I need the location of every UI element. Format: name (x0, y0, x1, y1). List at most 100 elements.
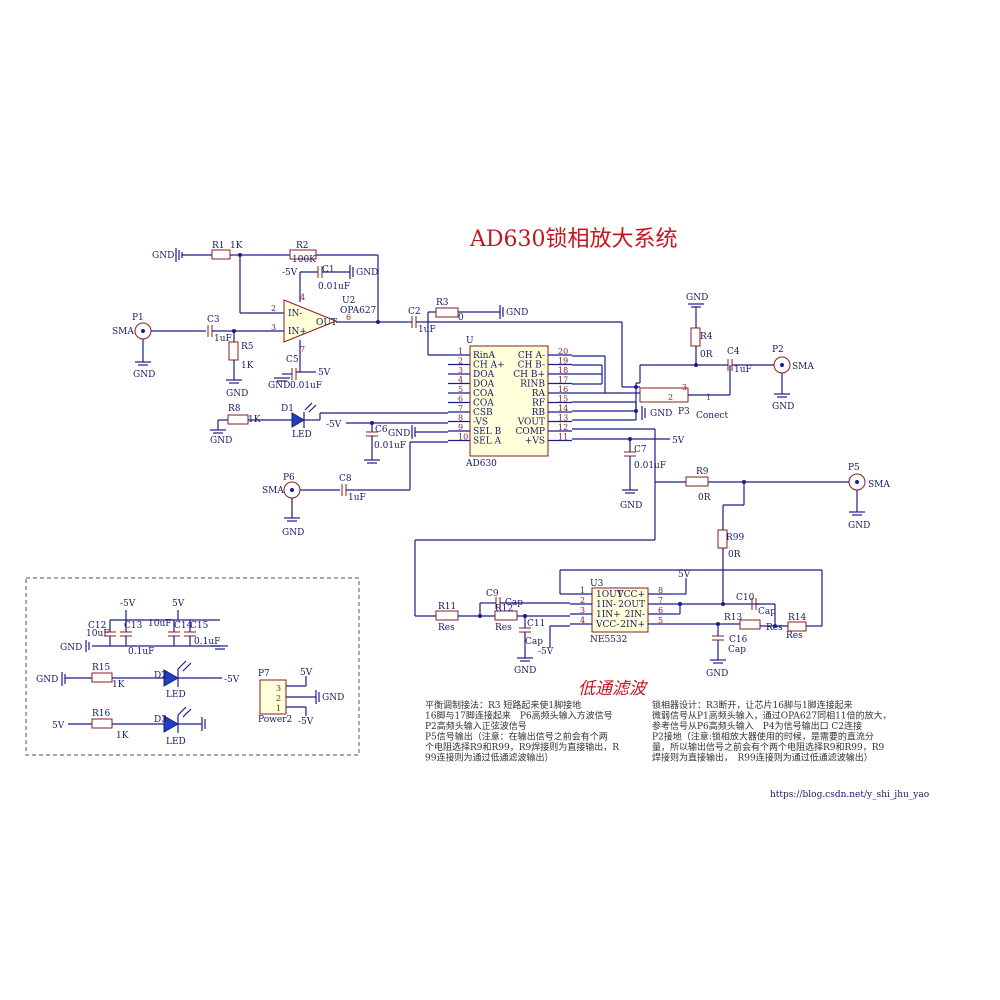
svg-text:-5V: -5V (282, 268, 298, 278)
svg-text:R3: R3 (436, 298, 449, 308)
svg-text:Res: Res (495, 623, 512, 633)
svg-text:NE5532: NE5532 (590, 635, 627, 645)
svg-text:R14: R14 (788, 613, 807, 623)
svg-text:R11: R11 (438, 602, 456, 612)
u1-pin-number: 19 (558, 357, 568, 366)
svg-text:0.1uF: 0.1uF (128, 647, 154, 657)
svg-text:SMA: SMA (262, 486, 284, 496)
u3-pin-number: 7 (658, 596, 663, 605)
schematic-title: AD630锁相放大系统 (469, 227, 678, 252)
capacitor-c5: 5V C5 GND 0.01uF (268, 340, 331, 391)
svg-text:2: 2 (276, 694, 281, 703)
svg-text:GND: GND (388, 429, 410, 439)
lowpass-title: 低通滤波 (578, 679, 649, 699)
u1-pin-name: RB (532, 408, 546, 418)
u1-pin-name: RF (532, 399, 545, 409)
svg-text:GND: GND (356, 268, 378, 278)
svg-text:C1: C1 (322, 265, 335, 275)
u1-pin-name: SEL B (473, 427, 502, 437)
svg-text:D1: D1 (281, 404, 294, 414)
svg-text:3: 3 (271, 323, 276, 332)
svg-text:0.01uF: 0.01uF (374, 441, 406, 451)
u1-pin-number: 1 (458, 347, 463, 356)
svg-text:C3: C3 (207, 315, 220, 325)
gnd-symbol-r4: GND (686, 293, 708, 328)
svg-text:1uF: 1uF (348, 493, 366, 503)
svg-text:LED: LED (292, 430, 312, 440)
svg-text:3: 3 (276, 684, 281, 693)
svg-text:5V: 5V (678, 570, 691, 580)
u1-pin-number: 17 (558, 376, 568, 385)
svg-text:C15: C15 (190, 621, 209, 631)
svg-text:C2: C2 (408, 307, 421, 317)
svg-text:P5: P5 (848, 463, 860, 473)
u1-pin-number: 8 (458, 414, 463, 423)
resistor-r4: R4 0R (690, 327, 713, 365)
u1-pin-name: CH A- (518, 351, 545, 361)
connector-p2: P2 SMA GND (772, 345, 814, 412)
notes-right: 锁相器设计：R3断开，让芯片16脚与1脚连接起来微弱信号从P1高频头输入，通过O… (652, 699, 892, 764)
svg-text:SMA: SMA (868, 480, 890, 490)
svg-text:7: 7 (300, 345, 305, 354)
note-line: 量，所以输出信号之前会有个两个电阻选择R9和R99，R9 (652, 741, 885, 753)
svg-text:GND: GND (60, 643, 82, 653)
u1-pin-name: COA (473, 389, 494, 399)
svg-text:P2: P2 (772, 345, 784, 355)
svg-text:R16: R16 (92, 709, 111, 719)
chip-u1-ad630: U AD630 (465, 336, 549, 469)
svg-text:P3: P3 (678, 407, 690, 417)
u1-pin-number: 10 (458, 433, 468, 442)
u1-pin-number: 9 (458, 423, 463, 432)
svg-text:AD630: AD630 (465, 459, 497, 469)
u1-pin-name: +VS (525, 437, 545, 447)
svg-text:-5V: -5V (298, 717, 314, 727)
note-line: P2接地（注意:锁相放大器使用的时候，是需要的直流分 (652, 731, 874, 743)
svg-text:P1: P1 (132, 313, 144, 323)
svg-text:R12: R12 (495, 604, 513, 614)
connector-p3: 2 1 3 P3 Conect (639, 365, 731, 421)
connector-p7: P7 3 2 1 Power2 5V GND -5V (258, 668, 344, 727)
u3-pin-name: 1IN+ (596, 610, 621, 620)
svg-text:Power2: Power2 (258, 715, 292, 725)
capacitor-c4: C4 1uF (727, 347, 752, 375)
svg-text:R99: R99 (726, 533, 745, 543)
resistor-r3: R3 0 GND (428, 298, 528, 323)
svg-text:LED: LED (166, 690, 186, 700)
svg-text:-5V: -5V (326, 420, 342, 430)
u1-pin-number: 15 (558, 395, 568, 404)
svg-text:R8: R8 (228, 404, 241, 414)
svg-text:0R: 0R (700, 350, 713, 360)
svg-text:R4: R4 (700, 332, 713, 342)
svg-text:C4: C4 (727, 347, 740, 357)
svg-text:0.01uF: 0.01uF (290, 381, 322, 391)
svg-text:Res: Res (786, 631, 803, 641)
svg-text:GND: GND (152, 251, 174, 261)
svg-text:1: 1 (276, 704, 281, 713)
svg-text:GND: GND (772, 402, 794, 412)
svg-text:10uF: 10uF (148, 619, 172, 629)
capacitor-c1: -5V C1 0.01uF GND (282, 265, 378, 292)
svg-text:Cap: Cap (728, 645, 746, 655)
u3-pin-number: 4 (580, 616, 585, 625)
u3-pin-name: 1OUT (596, 590, 623, 600)
u1-pin-number: 2 (458, 357, 463, 366)
u3-pin-name: VCC- (595, 620, 619, 630)
u1-pin-name: VOUT (517, 418, 545, 428)
u1-pin-name: COA (473, 399, 494, 409)
u1-pin-name: SEL A (473, 437, 502, 447)
svg-text:C13: C13 (124, 621, 143, 631)
u1-pin-number: 4 (458, 376, 463, 385)
svg-text:5V: 5V (318, 368, 331, 378)
svg-text:D3: D3 (154, 715, 167, 725)
capacitor-c3: C3 1uF (207, 315, 232, 344)
u1-pin-name: CSB (473, 408, 493, 418)
note-line: P5信号输出（注意：在输出信号之前会有个两 (425, 731, 608, 743)
u1-pin-name: CH B- (518, 361, 545, 371)
connector-p5: P5 SMA GND (848, 463, 890, 531)
u1-pin-name: DOA (473, 380, 495, 390)
gnd-symbol-pin9: GND (388, 425, 448, 439)
svg-text:Cap: Cap (525, 637, 543, 647)
u1-pin-number: 20 (558, 347, 568, 356)
